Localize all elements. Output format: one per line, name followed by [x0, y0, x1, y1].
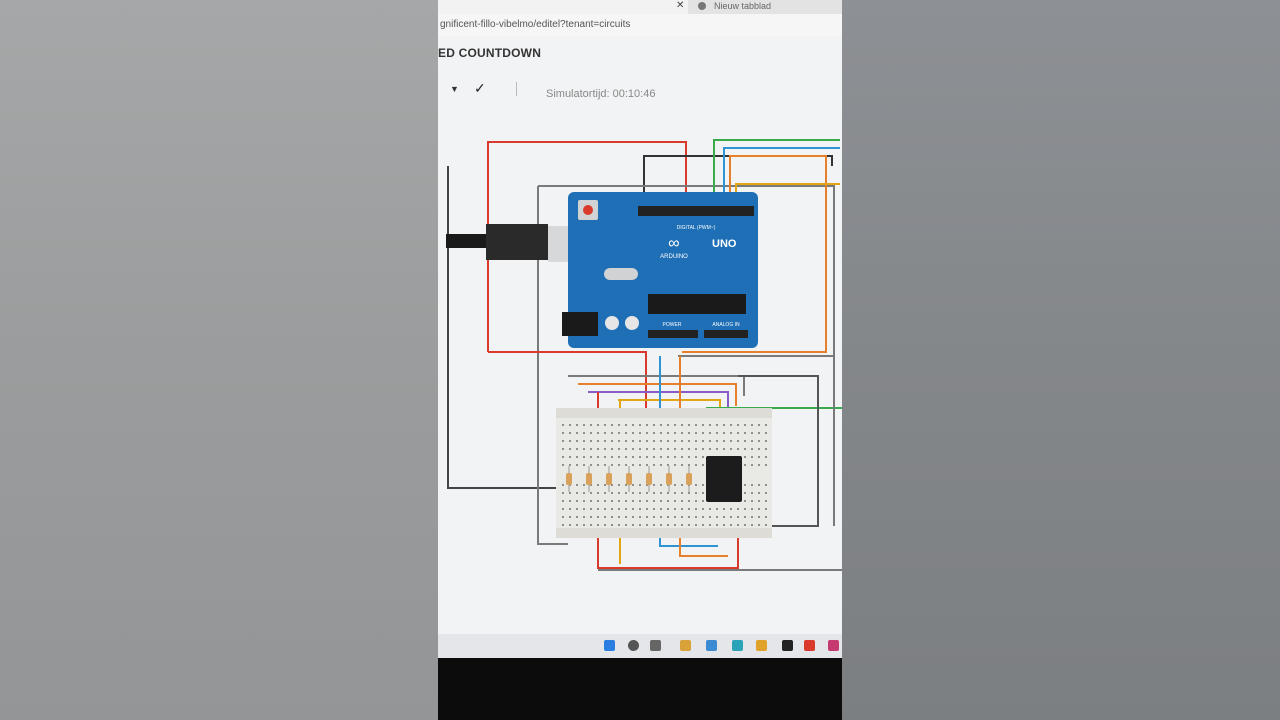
explorer-icon[interactable]: [706, 640, 717, 651]
resistor-group: [566, 466, 712, 492]
resistor[interactable]: [626, 466, 632, 492]
app-icon[interactable]: [782, 640, 793, 651]
resistor[interactable]: [586, 466, 592, 492]
chevron-down-icon[interactable]: ▼: [450, 84, 459, 94]
browser-tab-strip: ✕ Nieuw tabblad: [438, 0, 842, 16]
browser-icon[interactable]: [680, 640, 691, 651]
url-text[interactable]: gnificent-fillo-vibelmo/editel?tenant=ci…: [440, 19, 631, 30]
power-header: [648, 330, 698, 338]
power-jack: [562, 312, 598, 336]
usb-cable: [446, 234, 486, 248]
resistor[interactable]: [566, 466, 572, 492]
wire-orange: [578, 383, 737, 406]
capacitor: [605, 316, 619, 330]
app-icon[interactable]: [804, 640, 815, 651]
arduino-board[interactable]: DIGITAL (PWM~) ∞ UNO ARDUINO POWER ANALO…: [562, 192, 758, 348]
wire-blue: [723, 147, 840, 196]
resistor[interactable]: [666, 466, 672, 492]
monitor-screen: ✕ Nieuw tabblad gnificent-fillo-vibelmo/…: [438, 0, 842, 720]
page-title: ED COUNTDOWN: [438, 46, 542, 60]
simulator-time: Simulatortijd: 00:10:46: [546, 88, 656, 100]
circuit-editor: ED COUNTDOWN ▼ ✓ Simulatortijd: 00:10:46: [438, 36, 842, 634]
wire-black: [643, 155, 833, 196]
digital-header: [638, 206, 754, 216]
browser-icon: [698, 2, 706, 10]
analog-label: ANALOG IN: [712, 322, 740, 328]
arduino-logo: ∞: [668, 235, 679, 252]
checkmark-icon[interactable]: ✓: [474, 80, 486, 96]
resistor[interactable]: [646, 466, 652, 492]
start-icon[interactable]: [604, 640, 615, 651]
seven-segment-display[interactable]: [706, 456, 742, 502]
blurred-background-left: [0, 0, 438, 720]
board-model: UNO: [712, 238, 737, 250]
mail-icon[interactable]: [756, 640, 767, 651]
tab-new-tab[interactable]: Nieuw tabblad: [714, 1, 772, 11]
capacitor: [625, 316, 639, 330]
breadboard[interactable]: [556, 408, 772, 538]
toolbar-divider: [516, 82, 525, 96]
power-label: POWER: [663, 322, 682, 328]
wire-green: [713, 139, 840, 196]
usb-connector: [486, 224, 548, 260]
taskview-icon[interactable]: [650, 640, 661, 651]
app-icon[interactable]: [828, 640, 839, 651]
resistor[interactable]: [606, 466, 612, 492]
blurred-background-right: [842, 0, 1280, 720]
resistor[interactable]: [686, 466, 692, 492]
microcontroller-chip: [648, 294, 746, 314]
digital-header-label: DIGITAL (PWM~): [677, 225, 716, 231]
analog-header: [704, 330, 748, 338]
wire-gray: [537, 186, 568, 545]
wire-orange: [682, 155, 827, 353]
search-icon[interactable]: [628, 640, 639, 651]
store-icon[interactable]: [732, 640, 743, 651]
breadboard-holes: [562, 424, 767, 526]
address-bar[interactable]: gnificent-fillo-vibelmo/editel?tenant=ci…: [438, 14, 842, 37]
circuit-canvas[interactable]: DIGITAL (PWM~) ∞ UNO ARDUINO POWER ANALO…: [438, 36, 842, 634]
wire-black: [447, 166, 568, 489]
board-brand: ARDUINO: [660, 254, 688, 260]
wire-gray: [538, 185, 835, 357]
close-icon[interactable]: ✕: [676, 0, 685, 11]
windows-taskbar: [438, 634, 842, 658]
crystal: [604, 268, 638, 280]
tab-active[interactable]: [438, 0, 688, 14]
editor-toolbar: ▼ ✓ Simulatortijd: 00:10:46: [438, 80, 842, 102]
